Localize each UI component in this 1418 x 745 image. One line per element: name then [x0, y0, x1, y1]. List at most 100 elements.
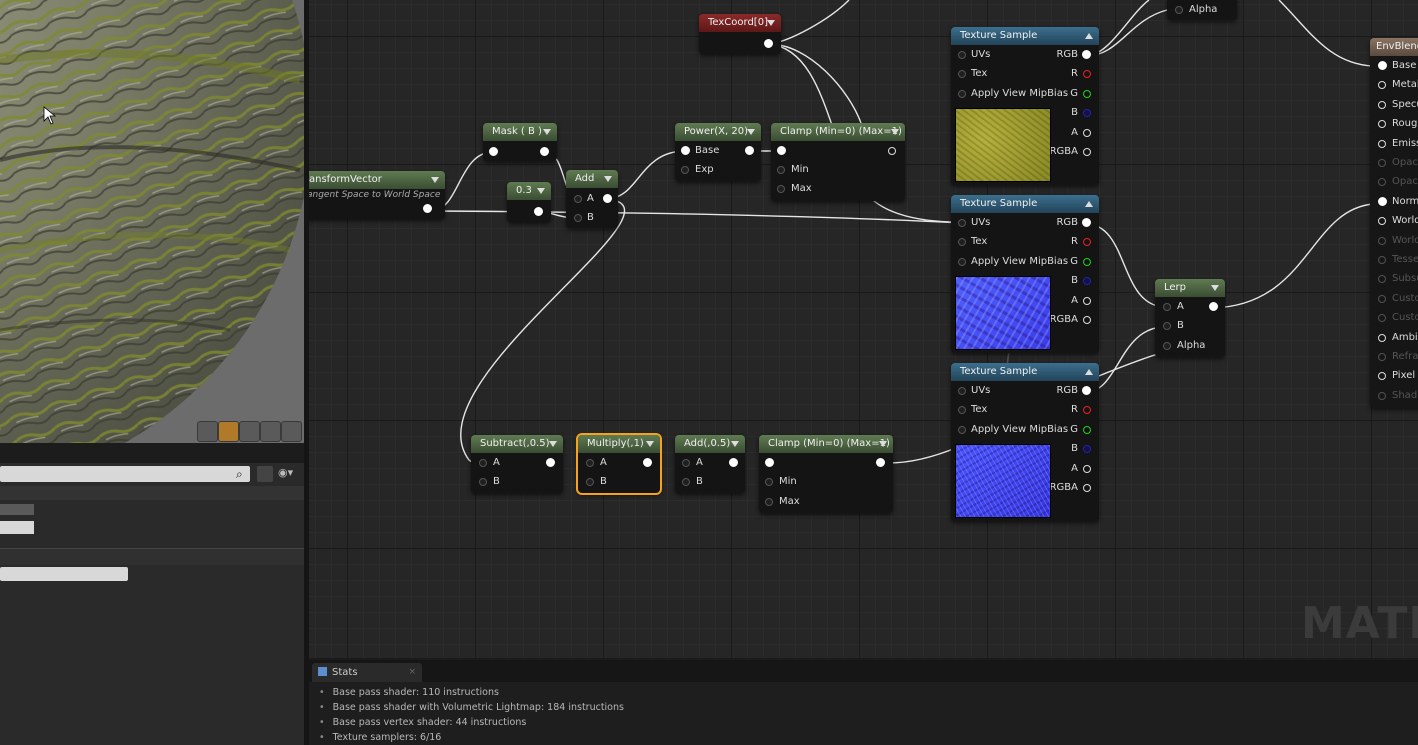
- material-input-pin[interactable]: Opaci: [1378, 153, 1418, 173]
- material-input-pin[interactable]: Base C: [1378, 56, 1418, 76]
- texcoord-header[interactable]: TexCoord[0]: [699, 14, 781, 32]
- material-input-pin[interactable]: Specu: [1378, 95, 1418, 115]
- material-input-pin[interactable]: Shadi: [1378, 386, 1418, 406]
- transform-vector-node[interactable]: ansformVector angent Space to World Spac…: [309, 171, 445, 219]
- material-input-pin[interactable]: Opaci: [1378, 172, 1418, 192]
- output-pin-rgba[interactable]: RGBA: [1050, 142, 1091, 162]
- material-input-pin[interactable]: Custo: [1378, 289, 1418, 309]
- material-input-pin[interactable]: Pixel D: [1378, 366, 1418, 386]
- output-pin-a[interactable]: A: [1071, 459, 1091, 479]
- collapse-icon[interactable]: [646, 441, 654, 447]
- material-preview-viewport[interactable]: [0, 0, 304, 443]
- input-pin-a[interactable]: A: [586, 453, 607, 473]
- add-half-header[interactable]: Add(,0.5): [675, 435, 745, 453]
- texture-sample-2-header[interactable]: Texture Sample: [951, 195, 1099, 213]
- input-pin-tex[interactable]: Tex: [958, 64, 987, 84]
- output-pin-b[interactable]: B: [1071, 439, 1091, 459]
- output-pin-rgba[interactable]: RGBA: [1050, 478, 1091, 498]
- input-pin-b[interactable]: B: [682, 472, 703, 492]
- subtract-header[interactable]: Subtract(,0.5): [471, 435, 563, 453]
- material-input-pin[interactable]: Ambie: [1378, 328, 1418, 348]
- output-pin-g[interactable]: G: [1070, 252, 1091, 272]
- preview-sphere-button[interactable]: [218, 421, 239, 442]
- clamp-top-header[interactable]: Clamp (Min=0) (Max=1): [771, 123, 905, 141]
- input-pin-min[interactable]: Min: [765, 472, 797, 492]
- material-graph-canvas[interactable]: ansformVector angent Space to World Spac…: [309, 0, 1418, 658]
- material-input-pin[interactable]: World: [1378, 211, 1418, 231]
- details-category-header[interactable]: [0, 486, 304, 500]
- collapse-icon[interactable]: [1085, 201, 1093, 207]
- collapse-icon[interactable]: [1211, 285, 1219, 291]
- input-pin-b[interactable]: B: [586, 472, 607, 492]
- input-pin-mipbias[interactable]: Apply View MipBias: [958, 84, 1068, 104]
- property-matrix-icon[interactable]: [257, 466, 273, 482]
- details-category-header-2[interactable]: [0, 548, 304, 565]
- collapse-icon[interactable]: [604, 176, 612, 182]
- panel-splitter[interactable]: [304, 0, 309, 745]
- material-input-pin[interactable]: Tesse: [1378, 250, 1418, 270]
- output-pin-b[interactable]: B: [1071, 271, 1091, 291]
- constant-node[interactable]: 0.3: [507, 182, 551, 222]
- stats-tab[interactable]: Stats ×: [312, 663, 422, 682]
- input-pin-a[interactable]: A: [479, 453, 500, 473]
- preview-cube-button[interactable]: [260, 421, 281, 442]
- details-field-3[interactable]: [0, 567, 128, 581]
- collapse-icon[interactable]: [747, 129, 755, 135]
- input-pin-a[interactable]: A: [1163, 297, 1184, 317]
- input-pin-exp[interactable]: Exp: [681, 160, 714, 180]
- input-pin-a[interactable]: A: [574, 189, 594, 209]
- input-pin-b[interactable]: B: [1163, 316, 1184, 336]
- collapse-icon[interactable]: [543, 129, 551, 135]
- collapse-icon[interactable]: [431, 177, 439, 183]
- output-pin-b[interactable]: B: [1071, 103, 1091, 123]
- input-pin-max[interactable]: Max: [765, 492, 800, 512]
- multiply-header[interactable]: Multiply(,1): [578, 435, 660, 453]
- material-input-pin[interactable]: Subsu: [1378, 269, 1418, 289]
- mask-node[interactable]: Mask ( B ): [483, 123, 557, 161]
- output-pin-rgb[interactable]: RGB: [1056, 213, 1091, 233]
- output-pin-r[interactable]: R: [1071, 64, 1091, 84]
- clamp-bottom-node[interactable]: Clamp (Min=0) (Max=1) Min Max: [759, 435, 893, 513]
- input-pin-a[interactable]: A: [682, 453, 703, 473]
- material-input-pin[interactable]: Emiss: [1378, 134, 1418, 154]
- collapse-icon[interactable]: [549, 441, 557, 447]
- output-pin-g[interactable]: G: [1070, 420, 1091, 440]
- material-input-pin[interactable]: Rough: [1378, 114, 1418, 134]
- clamp-top-node[interactable]: Clamp (Min=0) (Max=1) Min Max: [771, 123, 905, 201]
- collapse-icon[interactable]: [1085, 33, 1093, 39]
- add-half-node[interactable]: Add(,0.5) A B: [675, 435, 745, 493]
- lerp-top-node[interactable]: Alpha: [1167, 0, 1237, 20]
- details-search-input[interactable]: [0, 466, 250, 482]
- material-input-pin[interactable]: Metall: [1378, 75, 1418, 95]
- input-pin-uvs[interactable]: UVs: [958, 45, 990, 65]
- close-tab-icon[interactable]: ×: [408, 667, 416, 677]
- material-input-pin[interactable]: Norma: [1378, 192, 1418, 212]
- power-header[interactable]: Power(X, 20): [675, 123, 761, 141]
- input-pin-uvs[interactable]: UVs: [958, 213, 990, 233]
- texture-sample-1-node[interactable]: Texture Sample UVs Tex Apply View MipBia…: [951, 27, 1099, 185]
- visibility-eye-icon[interactable]: ◉▾: [278, 466, 294, 479]
- output-pin-r[interactable]: R: [1071, 232, 1091, 252]
- material-input-pin[interactable]: Refra: [1378, 347, 1418, 367]
- input-pin-mipbias[interactable]: Apply View MipBias: [958, 420, 1068, 440]
- output-pin-rgb[interactable]: RGB: [1056, 381, 1091, 401]
- mask-header[interactable]: Mask ( B ): [483, 123, 557, 141]
- preview-plane-button[interactable]: [239, 421, 260, 442]
- input-pin-alpha[interactable]: Alpha: [1163, 336, 1205, 356]
- collapse-icon[interactable]: [537, 188, 545, 194]
- output-pin-rgb[interactable]: RGB: [1056, 45, 1091, 65]
- output-pin-g[interactable]: G: [1070, 84, 1091, 104]
- details-field-1[interactable]: [0, 504, 34, 515]
- material-input-pin[interactable]: Custo: [1378, 308, 1418, 328]
- input-pin-base[interactable]: Base: [681, 141, 719, 161]
- input-pin-alpha[interactable]: Alpha: [1175, 0, 1217, 20]
- add-header[interactable]: Add: [566, 170, 618, 188]
- input-pin-tex[interactable]: Tex: [958, 400, 987, 420]
- constant-header[interactable]: 0.3: [507, 182, 551, 200]
- texture-sample-3-node[interactable]: Texture Sample UVs Tex Apply View MipBia…: [951, 363, 1099, 521]
- add-node[interactable]: Add A B: [566, 170, 618, 228]
- output-pin-a[interactable]: A: [1071, 123, 1091, 143]
- collapse-icon[interactable]: [891, 129, 899, 135]
- texcoord-node[interactable]: TexCoord[0]: [699, 14, 781, 54]
- collapse-icon[interactable]: [767, 20, 775, 26]
